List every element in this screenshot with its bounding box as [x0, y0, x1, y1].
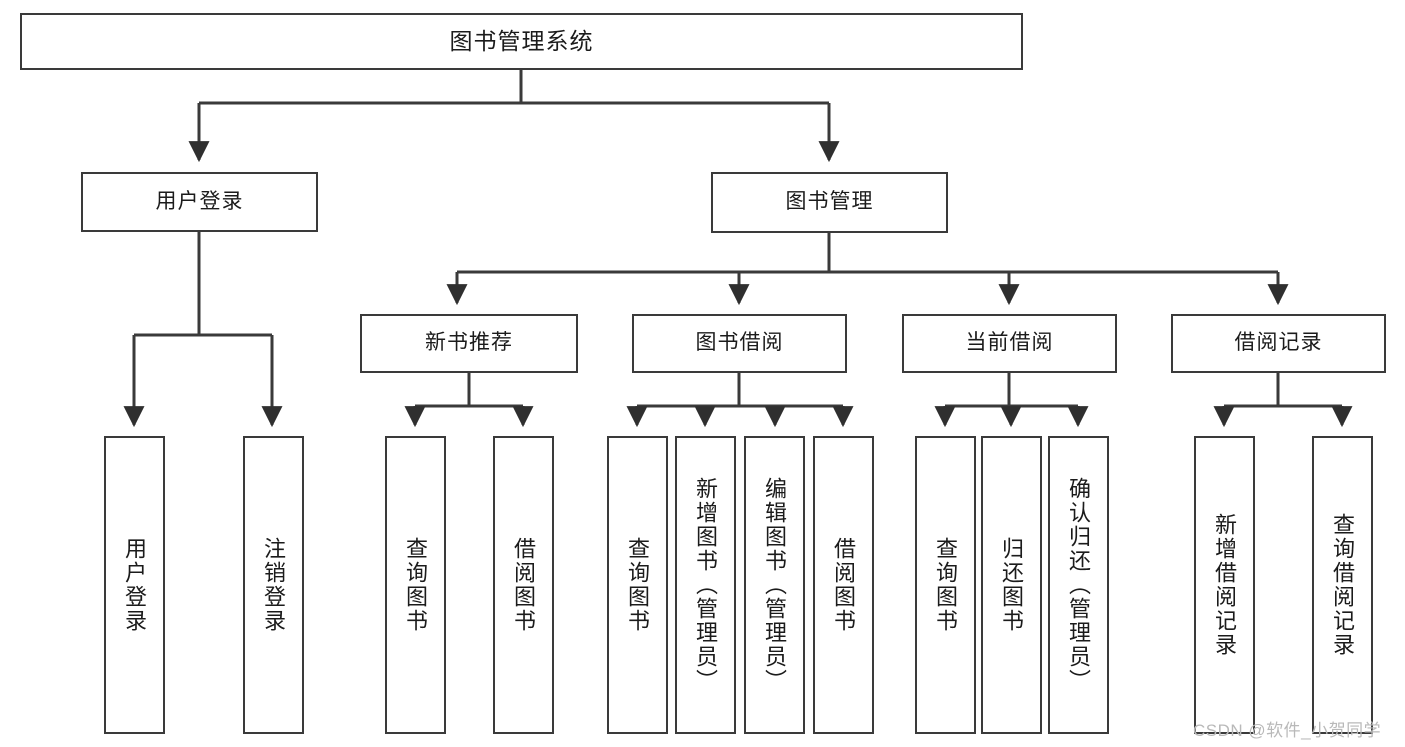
leaf-record-query-record[interactable]: 查询借阅记录 — [1312, 436, 1373, 734]
node-current-borrow[interactable]: 当前借阅 — [902, 314, 1117, 373]
node-label: 查询图书 — [625, 537, 651, 633]
leaf-current-confirm-return[interactable]: 确认归还（管理员） — [1048, 436, 1109, 734]
leaf-current-return-book[interactable]: 归还图书 — [981, 436, 1042, 734]
node-label: 图书管理 — [785, 190, 874, 214]
node-label: 归还图书 — [999, 537, 1025, 633]
leaf-user-login-signout[interactable]: 注销登录 — [243, 436, 304, 734]
node-label: 编辑图书（管理员） — [762, 477, 788, 693]
node-label: 新增图书（管理员） — [693, 477, 719, 693]
node-new-book-recommend[interactable]: 新书推荐 — [360, 314, 578, 373]
node-label: 注销登录 — [261, 537, 287, 633]
csdn-watermark: CSDN @软件_小贺同学 — [1193, 721, 1382, 740]
leaf-user-login-signin[interactable]: 用户登录 — [104, 436, 165, 734]
node-label: 当前借阅 — [965, 331, 1054, 355]
leaf-borrow-query-book[interactable]: 查询图书 — [607, 436, 668, 734]
node-borrow-record[interactable]: 借阅记录 — [1171, 314, 1386, 373]
leaf-borrow-add-book[interactable]: 新增图书（管理员） — [675, 436, 736, 734]
node-label: 查询图书 — [933, 537, 959, 633]
leaf-recommend-borrow-book[interactable]: 借阅图书 — [493, 436, 554, 734]
node-label: 查询图书 — [403, 537, 429, 633]
node-label: 借阅图书 — [511, 537, 537, 633]
leaf-borrow-borrow-book[interactable]: 借阅图书 — [813, 436, 874, 734]
leaf-recommend-query-book[interactable]: 查询图书 — [385, 436, 446, 734]
node-label: 图书借阅 — [695, 331, 784, 355]
node-label: 借阅记录 — [1234, 331, 1323, 355]
node-label: 借阅图书 — [831, 537, 857, 633]
node-label: 新书推荐 — [425, 331, 513, 355]
leaf-current-query-book[interactable]: 查询图书 — [915, 436, 976, 734]
node-book-borrow[interactable]: 图书借阅 — [632, 314, 847, 373]
node-label: 新增借阅记录 — [1212, 513, 1238, 657]
node-book-management[interactable]: 图书管理 — [711, 172, 948, 233]
leaf-borrow-edit-book[interactable]: 编辑图书（管理员） — [744, 436, 805, 734]
node-root-system[interactable]: 图书管理系统 — [20, 13, 1023, 70]
node-label: 图书管理系统 — [449, 28, 594, 55]
node-label: 用户登录 — [122, 537, 148, 633]
node-label: 用户登录 — [155, 189, 244, 213]
node-label: 查询借阅记录 — [1330, 513, 1356, 657]
node-user-login[interactable]: 用户登录 — [81, 172, 318, 232]
leaf-record-add-record[interactable]: 新增借阅记录 — [1194, 436, 1255, 734]
node-label: 确认归还（管理员） — [1066, 477, 1092, 693]
